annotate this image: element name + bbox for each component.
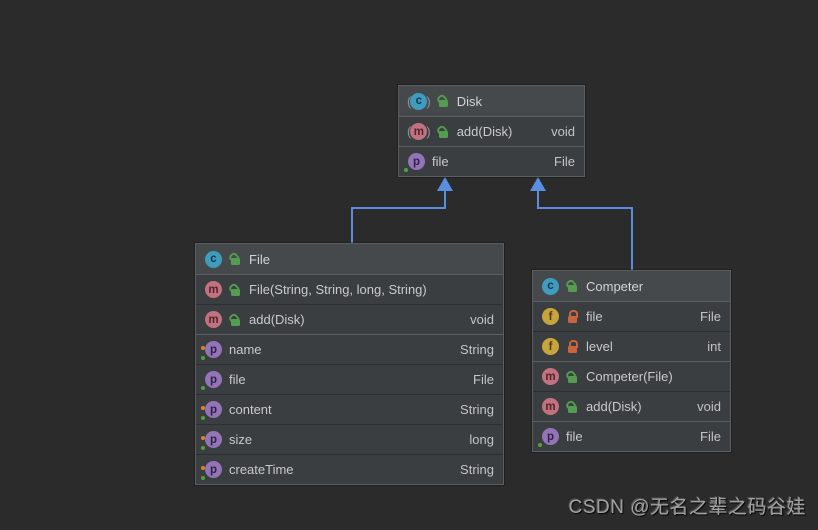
member-type: String	[460, 342, 494, 357]
class-node-file[interactable]: c File m File(String, String, long, Stri…	[195, 243, 504, 485]
class-header-competer[interactable]: c Competer	[533, 271, 730, 301]
getter-dot-icon	[201, 386, 205, 390]
member-name: Competer(File)	[586, 369, 673, 384]
member-name: size	[229, 432, 253, 447]
member-row-property[interactable]: p size long	[196, 424, 503, 454]
member-type: int	[707, 339, 721, 354]
public-lock-icon	[564, 368, 579, 384]
method-icon: m	[205, 281, 222, 298]
member-row-field[interactable]: f level int	[533, 331, 730, 361]
class-header-disk[interactable]: c Disk	[399, 86, 584, 116]
property-icon: p	[201, 401, 222, 420]
method-icon: m	[408, 123, 430, 140]
getter-dot-icon	[201, 446, 205, 450]
class-icon: c	[408, 92, 430, 110]
class-header-file[interactable]: c File	[196, 244, 503, 274]
member-row-property[interactable]: p file File	[196, 364, 503, 394]
setter-dot-icon	[201, 466, 205, 470]
class-icon: c	[205, 250, 222, 268]
member-name: content	[229, 402, 272, 417]
class-name: File	[249, 251, 270, 267]
property-icon: p	[538, 428, 559, 447]
property-icon: p	[404, 153, 425, 172]
member-name: createTime	[229, 462, 294, 477]
member-type: void	[697, 399, 721, 414]
member-row-property[interactable]: p content String	[196, 394, 503, 424]
class-icon: c	[542, 277, 559, 295]
member-name: file	[566, 429, 583, 444]
member-name: level	[586, 339, 613, 354]
getter-dot-icon	[201, 356, 205, 360]
getter-dot-icon	[201, 476, 205, 480]
class-node-disk[interactable]: c Disk m add(Disk) void p file File	[398, 85, 585, 177]
property-icon: p	[201, 461, 222, 480]
inheritance-arrowhead-icon	[437, 177, 453, 191]
setter-dot-icon	[201, 346, 205, 350]
member-name: add(Disk)	[456, 124, 513, 139]
setter-dot-icon	[201, 406, 205, 410]
method-icon: m	[542, 398, 559, 415]
field-icon: f	[542, 308, 559, 325]
member-row-method[interactable]: m add(Disk) void	[533, 391, 730, 421]
member-row-property[interactable]: p file File	[533, 421, 730, 451]
method-icon: m	[542, 368, 559, 385]
member-name: add(Disk)	[586, 399, 642, 414]
field-icon: f	[542, 338, 559, 355]
getter-dot-icon	[201, 416, 205, 420]
class-name: Competer	[586, 278, 644, 294]
public-lock-icon	[435, 123, 450, 139]
property-icon: p	[201, 371, 222, 390]
member-type: String	[460, 462, 494, 477]
member-type: void	[470, 312, 494, 327]
member-type: File	[473, 372, 494, 387]
public-lock-icon	[227, 281, 242, 297]
inheritance-edge-competer-to-disk[interactable]	[530, 177, 633, 270]
getter-dot-icon	[404, 168, 408, 172]
member-row-property[interactable]: p name String	[196, 334, 503, 364]
member-type: void	[551, 124, 575, 139]
public-lock-icon	[227, 311, 242, 327]
member-row-constructor[interactable]: m Competer(File)	[533, 361, 730, 391]
member-name: name	[229, 342, 262, 357]
private-lock-icon	[566, 339, 579, 354]
public-lock-icon	[227, 251, 242, 266]
member-type: File	[700, 429, 721, 444]
member-name: add(Disk)	[249, 312, 305, 327]
member-name: file	[432, 154, 449, 169]
class-node-competer[interactable]: c Competer f file File f level int m	[532, 270, 731, 452]
member-row-field[interactable]: f file File	[533, 301, 730, 331]
member-row-property[interactable]: p createTime String	[196, 454, 503, 484]
inheritance-arrowhead-icon	[530, 177, 546, 191]
inheritance-edge-file-to-disk[interactable]	[351, 177, 453, 243]
csdn-watermark: CSDN @无名之辈之码谷娃	[568, 497, 806, 518]
class-name: Disk	[456, 93, 482, 109]
member-type: String	[460, 402, 494, 417]
member-type: long	[469, 432, 494, 447]
member-name: file	[586, 309, 603, 324]
member-row-method[interactable]: m add(Disk) void	[196, 304, 503, 334]
setter-dot-icon	[201, 436, 205, 440]
member-type: File	[554, 154, 575, 169]
getter-dot-icon	[538, 443, 542, 447]
member-name: file	[229, 372, 246, 387]
member-type: File	[700, 309, 721, 324]
property-icon: p	[201, 431, 222, 450]
public-lock-icon	[564, 278, 579, 293]
member-name: File(String, String, long, String)	[249, 282, 427, 297]
method-icon: m	[205, 311, 222, 328]
public-lock-icon	[435, 93, 450, 108]
member-row-property[interactable]: p file File	[399, 146, 584, 176]
public-lock-icon	[564, 398, 579, 414]
member-row-constructor[interactable]: m File(String, String, long, String)	[196, 274, 503, 304]
property-icon: p	[201, 341, 222, 360]
member-row-method[interactable]: m add(Disk) void	[399, 116, 584, 146]
private-lock-icon	[566, 309, 579, 324]
